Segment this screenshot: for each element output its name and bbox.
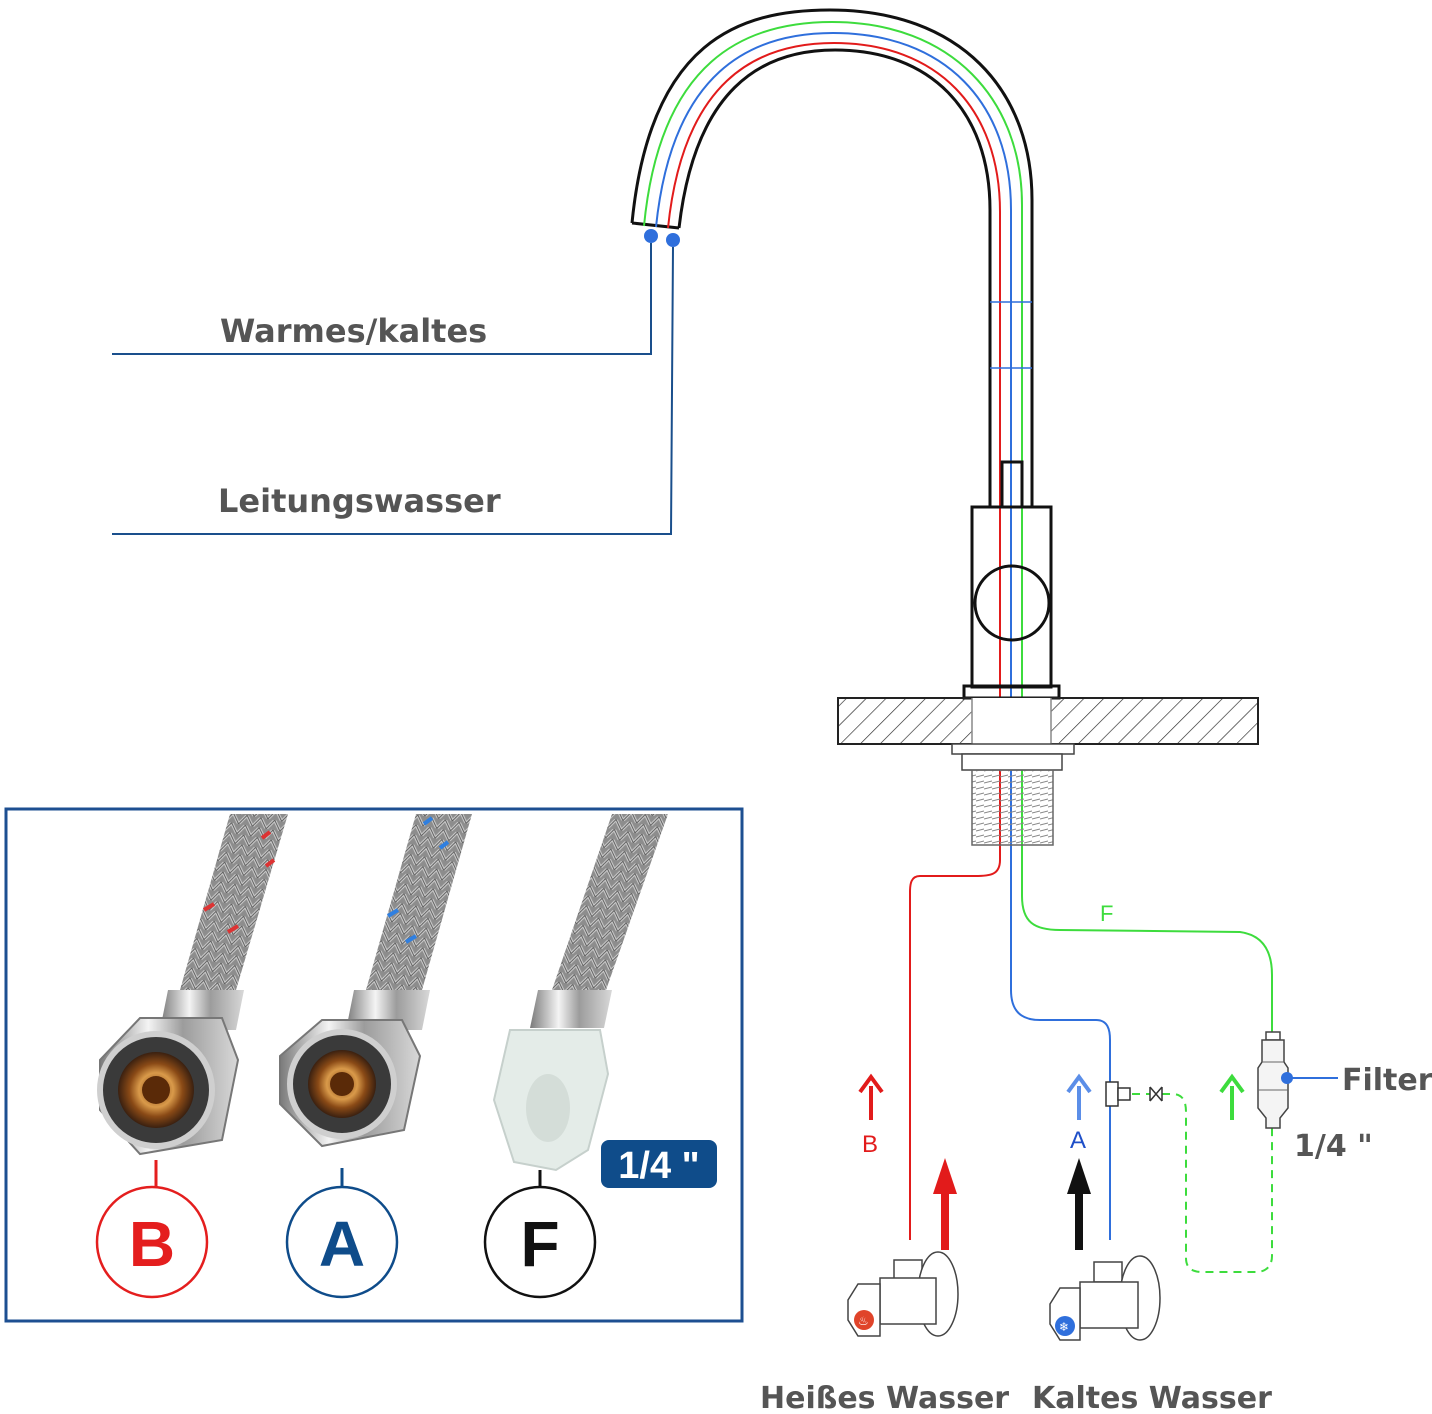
svg-text:♨: ♨ bbox=[858, 1314, 869, 1328]
hose-inset-panel: B A F 1/4 " bbox=[4, 807, 744, 1323]
arrow-b-small bbox=[858, 1073, 884, 1120]
hose-a bbox=[279, 814, 472, 1148]
cold-water-label: Kaltes Wasser bbox=[1032, 1381, 1272, 1414]
line-f-label: F bbox=[1100, 901, 1113, 926]
badge-a-circle bbox=[285, 1185, 399, 1299]
svg-text:❄: ❄ bbox=[1059, 1320, 1069, 1334]
filter-label: Filter bbox=[1342, 1063, 1432, 1098]
arrow-cold-large bbox=[1067, 1158, 1091, 1250]
hot-angle-valve: ♨ bbox=[847, 1251, 959, 1337]
mixed-outlet-label: Warmes/kaltes bbox=[220, 312, 487, 350]
badge-b-circle bbox=[95, 1185, 209, 1299]
badge-b-letter: B bbox=[129, 1208, 175, 1280]
tap-water-outlet-label: Leitungswasser bbox=[218, 482, 501, 520]
size-label-right: 1/4 " bbox=[1294, 1129, 1373, 1164]
badge-f-circle bbox=[483, 1185, 597, 1299]
arrow-hot-large bbox=[933, 1158, 957, 1250]
badge-f-letter: F bbox=[520, 1208, 559, 1280]
arrow-b-label: B bbox=[862, 1131, 878, 1158]
supply-lines bbox=[909, 859, 1273, 1273]
countertop bbox=[837, 697, 1259, 846]
outlet-leaders bbox=[112, 243, 674, 535]
hot-water-label: Heißes Wasser bbox=[760, 1381, 1009, 1414]
size-badge-text: 1/4 " bbox=[618, 1145, 699, 1187]
hose-f bbox=[492, 814, 668, 1172]
faucet-spout bbox=[630, 8, 1034, 860]
badge-a-letter: A bbox=[319, 1208, 365, 1280]
size-badge bbox=[601, 1140, 717, 1188]
arrow-a-label: A bbox=[1070, 1127, 1086, 1154]
arrow-filter-small bbox=[1219, 1073, 1245, 1120]
filter-cartridge bbox=[1257, 1031, 1338, 1129]
hose-b bbox=[97, 814, 288, 1156]
cold-angle-valve: ❄ bbox=[1049, 1255, 1161, 1341]
arrow-a-small bbox=[1066, 1073, 1092, 1120]
